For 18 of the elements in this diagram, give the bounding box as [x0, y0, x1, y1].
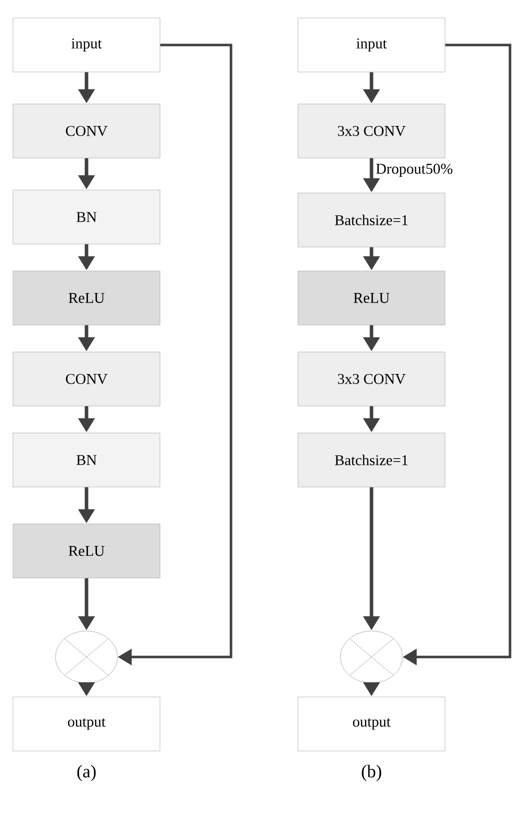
process-box: output	[298, 696, 446, 752]
process-box: ReLU	[298, 270, 446, 326]
process-box: BN	[12, 190, 160, 244]
process-box: CONV	[12, 104, 160, 158]
process-box: input	[298, 18, 446, 72]
process-box: ReLU	[12, 524, 160, 578]
process-box: output	[12, 696, 160, 752]
process-box: 3x3 CONV	[298, 352, 446, 406]
process-box: Batchsize=1	[298, 432, 446, 488]
edge-label: Dropout50%	[376, 164, 452, 177]
multiply-circle	[340, 630, 403, 684]
process-box: BN	[12, 432, 160, 488]
process-box: input	[12, 18, 160, 72]
process-box: ReLU	[12, 270, 160, 326]
multiply-circle	[55, 630, 118, 684]
process-box: CONV	[12, 352, 160, 406]
process-box: Batchsize=1	[298, 192, 446, 248]
process-box: 3x3 CONV	[298, 104, 446, 158]
